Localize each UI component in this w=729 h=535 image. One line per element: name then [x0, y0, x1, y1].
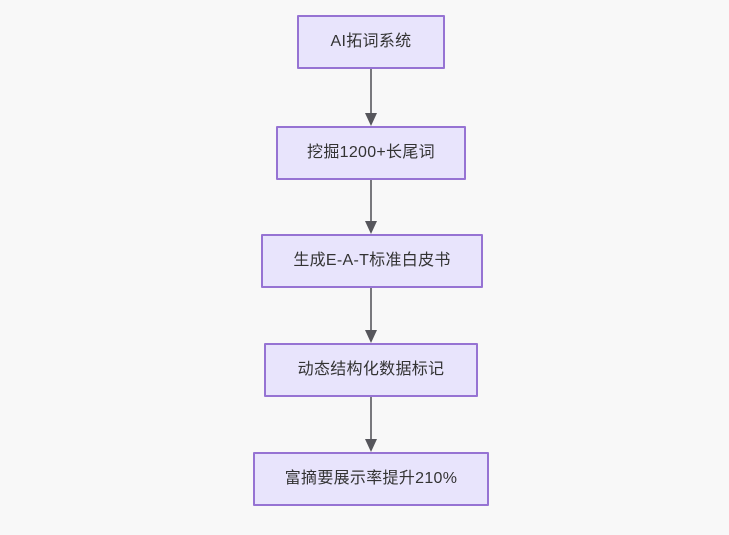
flow-node-dynamic-structured-data-markup[interactable]: 动态结构化数据标记 [264, 343, 478, 397]
flow-node-label: 动态结构化数据标记 [297, 361, 445, 379]
flow-node-ai-keyword-system[interactable]: AI拓词系统 [297, 15, 445, 69]
edge-n4-to-n5 [365, 397, 377, 452]
flow-node-mine-longtail-keywords[interactable]: 挖掘1200+长尾词 [276, 126, 466, 180]
flow-node-label: 挖掘1200+长尾词 [307, 144, 435, 162]
flow-node-label: 富摘要展示率提升210% [284, 470, 458, 488]
flow-node-generate-eat-whitepaper[interactable]: 生成E-A-T标准白皮书 [261, 234, 483, 288]
flow-node-rich-snippet-impression-uplift[interactable]: 富摘要展示率提升210% [253, 452, 489, 506]
edge-n3-to-n4 [365, 288, 377, 343]
edge-n2-to-n3 [365, 180, 377, 234]
edge-n1-to-n2 [365, 69, 377, 126]
flow-node-label: 生成E-A-T标准白皮书 [293, 252, 451, 270]
flow-node-label: AI拓词系统 [330, 33, 412, 51]
